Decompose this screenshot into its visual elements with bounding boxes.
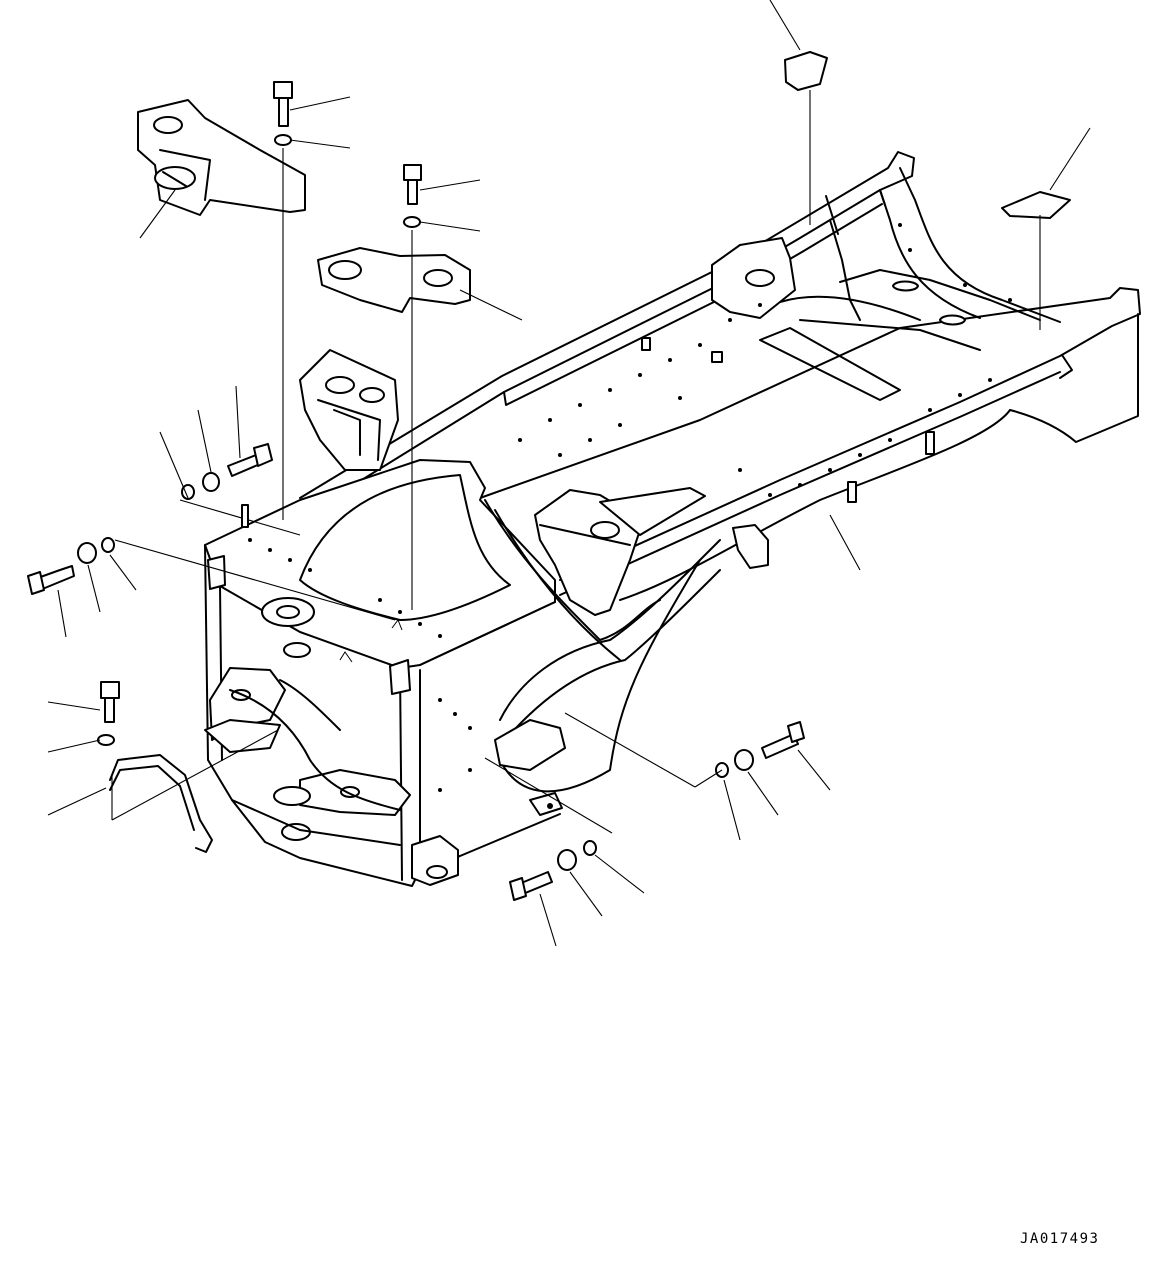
- leader-lines: [47, 0, 1091, 947]
- exploded-parts: [27, 51, 1071, 901]
- center-brackets: [299, 237, 796, 816]
- mounting-holes: [248, 223, 1012, 792]
- main-frame-rails: [299, 151, 1141, 601]
- detail-marks: [241, 337, 935, 663]
- front-frame: [204, 459, 721, 887]
- drawing-code: JA017493: [1020, 1231, 1100, 1247]
